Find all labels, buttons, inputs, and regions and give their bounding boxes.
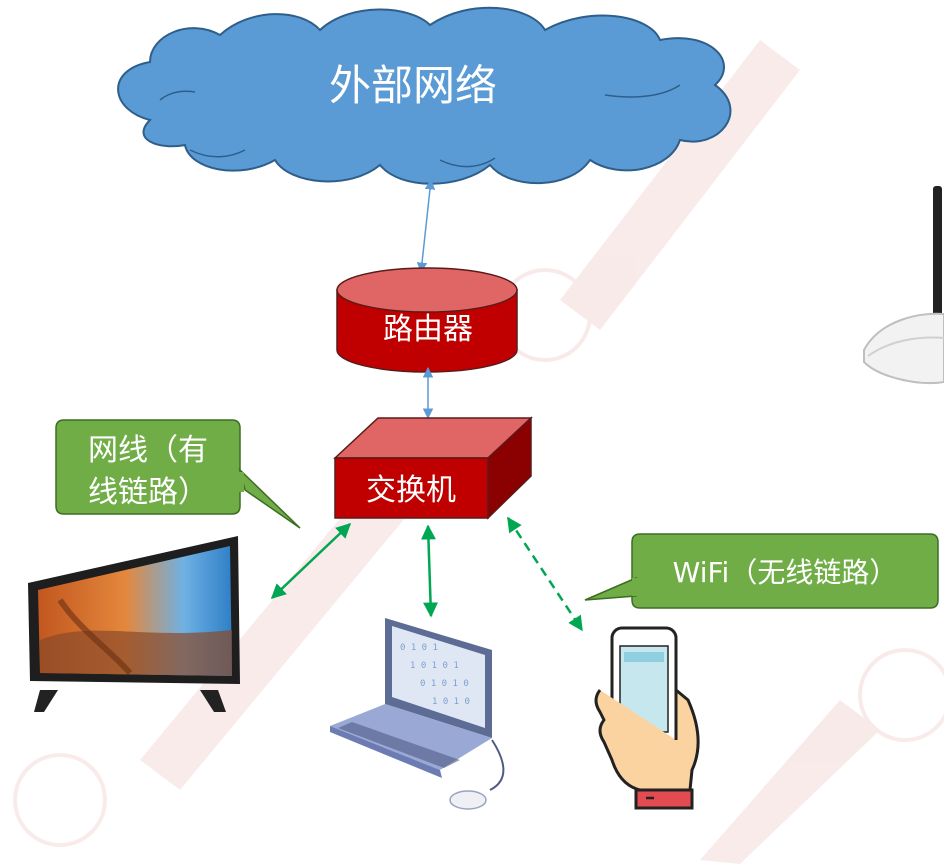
wireless-callout [584, 533, 939, 609]
wired-callout [55, 419, 301, 529]
internet-cloud [117, 6, 732, 185]
phone-wifi-arrow [506, 516, 584, 632]
wired-callout-line1: 网线（有 [88, 433, 208, 468]
wired-callout-line2: 线链路） [88, 475, 208, 510]
tv-link-arrow [270, 522, 352, 600]
wireless-router-device-icon [863, 186, 944, 384]
tv-icon [28, 536, 240, 712]
svg-text:0 1 0 1 0: 0 1 0 1 0 [420, 679, 469, 689]
switch-box [333, 416, 533, 520]
svg-text:0 1 0 1: 0 1 0 1 [400, 643, 438, 653]
router-label: 路由器 [383, 312, 473, 347]
switch-label: 交换机 [366, 473, 456, 508]
svg-text:1 0 1 0: 1 0 1 0 [432, 697, 470, 707]
phone-in-hand-icon [594, 626, 700, 810]
laptop-link-arrow [420, 524, 439, 618]
laptop-icon: 0 1 0 1 1 0 1 0 1 0 1 0 1 0 1 0 1 0 [330, 618, 505, 810]
internet-label: 外部网络 [329, 61, 497, 110]
router-cylinder [336, 267, 518, 373]
uplink-arrow [416, 178, 436, 274]
wireless-callout-text: WiFi（无线链路） [673, 556, 898, 589]
svg-text:1 0 1 0 1: 1 0 1 0 1 [410, 661, 459, 671]
